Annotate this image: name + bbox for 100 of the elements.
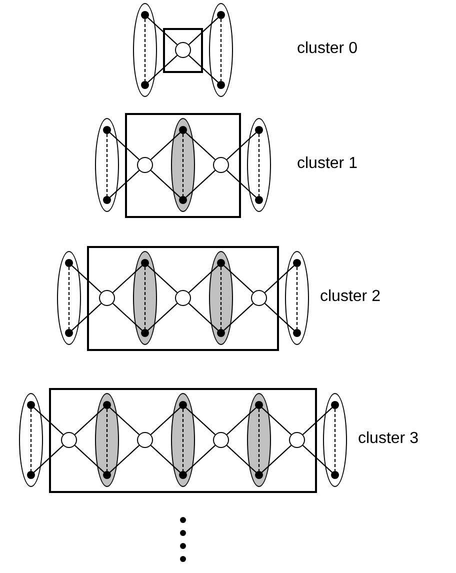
edge-line: [264, 265, 294, 293]
vertex-dot: [65, 259, 73, 267]
node-circle: [137, 157, 153, 173]
edge-line: [224, 303, 254, 331]
edge-line: [34, 407, 64, 435]
edge-line: [110, 407, 140, 435]
vertex-dot: [293, 259, 301, 267]
edge-line: [150, 132, 180, 160]
cluster-box: [49, 388, 317, 492]
dashed-line: [296, 267, 298, 329]
pair-ellipse: [95, 393, 119, 487]
dashed-line: [106, 134, 108, 196]
edge-line: [110, 132, 140, 160]
vertex-dot: [141, 81, 149, 89]
edge-line: [302, 407, 332, 435]
cluster-label: cluster 1: [297, 155, 358, 173]
edge-line: [186, 170, 216, 198]
edge-line: [74, 445, 104, 473]
node-circle: [251, 290, 267, 306]
dashed-line: [258, 134, 260, 196]
cluster-box: [163, 28, 203, 72]
edge-line: [226, 132, 256, 160]
edge-line: [186, 132, 216, 160]
vertex-dot: [65, 329, 73, 337]
edge-line: [150, 407, 180, 435]
vertex-dot: [255, 196, 263, 204]
edge-line: [224, 265, 254, 293]
edge-line: [226, 445, 256, 473]
edge-line: [186, 445, 216, 473]
vertex-dot: [255, 471, 263, 479]
edge-line: [72, 265, 102, 293]
vertex-dot: [103, 401, 111, 409]
edge-line: [188, 265, 218, 293]
dashed-line: [106, 409, 108, 471]
vertex-dot: [255, 401, 263, 409]
vertex-dot: [103, 471, 111, 479]
vertex-dot: [217, 11, 225, 19]
vertex-dot: [217, 329, 225, 337]
vertex-dot: [179, 401, 187, 409]
edge-line: [112, 265, 142, 293]
vertex-dot: [331, 401, 339, 409]
vertex-dot: [103, 126, 111, 134]
dashed-line: [182, 134, 184, 196]
pair-ellipse: [171, 393, 195, 487]
vertex-dot: [217, 259, 225, 267]
dashed-line: [182, 409, 184, 471]
vertex-dot: [141, 259, 149, 267]
edge-line: [186, 407, 216, 435]
edge-line: [148, 17, 178, 45]
cluster-label: cluster 0: [297, 40, 358, 58]
edge-line: [262, 407, 292, 435]
dashed-line: [30, 409, 32, 471]
dashed-line: [258, 409, 260, 471]
node-circle: [61, 432, 77, 448]
edge-line: [262, 445, 292, 473]
dashed-line: [220, 19, 222, 81]
vertex-dot: [331, 471, 339, 479]
node-circle: [137, 432, 153, 448]
pair-ellipse: [171, 118, 195, 212]
node-circle: [289, 432, 305, 448]
edge-line: [188, 17, 218, 45]
pair-ellipse: [209, 251, 233, 345]
edge-line: [148, 303, 178, 331]
vertex-dot: [293, 329, 301, 337]
cluster-label: cluster 2: [320, 288, 380, 306]
vertex-dot: [179, 471, 187, 479]
dashed-line: [68, 267, 70, 329]
vertex-dot: [255, 126, 263, 134]
vertex-dot: [141, 11, 149, 19]
edge-line: [72, 303, 102, 331]
edge-line: [110, 170, 140, 198]
edge-line: [74, 407, 104, 435]
node-circle: [175, 290, 191, 306]
edge-line: [110, 445, 140, 473]
pair-ellipse: [247, 393, 271, 487]
dashed-line: [334, 409, 336, 471]
cluster-box: [125, 112, 241, 218]
edge-line: [188, 303, 218, 331]
dashed-line: [144, 267, 146, 329]
vertex-dot: [27, 471, 35, 479]
pair-ellipse: [133, 251, 157, 345]
vertex-dot: [179, 126, 187, 134]
vertex-dot: [27, 401, 35, 409]
edge-line: [150, 170, 180, 198]
edge-line: [226, 170, 256, 198]
node-circle: [213, 432, 229, 448]
edge-line: [112, 303, 142, 331]
edge-line: [150, 445, 180, 473]
vertex-dot: [103, 196, 111, 204]
edge-line: [34, 445, 64, 473]
node-circle: [99, 290, 115, 306]
edge-line: [188, 55, 218, 83]
dashed-line: [144, 19, 146, 81]
edge-line: [264, 303, 294, 331]
dashed-line: [220, 267, 222, 329]
node-circle: [213, 157, 229, 173]
vertex-dot: [217, 81, 225, 89]
vertex-dot: [141, 329, 149, 337]
edge-line: [148, 265, 178, 293]
vertex-dot: [179, 196, 187, 204]
